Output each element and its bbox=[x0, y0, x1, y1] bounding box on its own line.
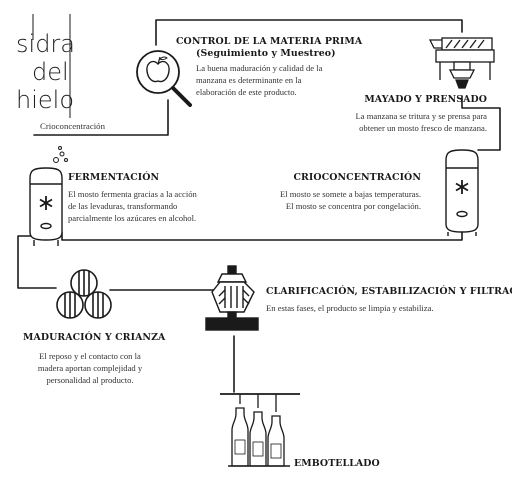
logo-text-line2: del bbox=[32, 58, 69, 86]
barrels-icon bbox=[56, 269, 112, 319]
control-title-line1: CONTROL DE LA MATERIA PRIMA bbox=[176, 36, 363, 47]
freezer-tank-icon bbox=[445, 149, 479, 236]
bottling-icon bbox=[220, 393, 300, 467]
mayado-title: MAYADO Y PRENSADO bbox=[364, 94, 487, 105]
press-machine-icon bbox=[428, 37, 495, 89]
connector-fermentacion-maduracion bbox=[17, 235, 57, 289]
logo-text-line1: sidra bbox=[16, 30, 76, 58]
logo-caption: Crioconcentración bbox=[40, 121, 105, 131]
filter-machine-icon bbox=[205, 265, 259, 331]
crio-title: CRIOCONCENTRACIÓN bbox=[293, 172, 421, 183]
asterisk-icon bbox=[39, 196, 53, 210]
fermentacion-text: El mosto fermenta gracias a la acción de… bbox=[68, 189, 197, 223]
logo-text-line3: hielo bbox=[16, 86, 75, 114]
logo-frame bbox=[32, 14, 71, 118]
embotellado-title: EMBOTELLADO bbox=[294, 458, 380, 469]
clarificacion-text: En estas fases, el producto se limpia y … bbox=[266, 303, 434, 313]
connector-logo-control bbox=[33, 99, 169, 136]
mayado-text: La manzana se tritura y se prensa para o… bbox=[355, 111, 487, 133]
magnifier-apple-icon bbox=[136, 50, 192, 107]
fermentacion-title: FERMENTACIÓN bbox=[68, 172, 160, 183]
connector-crio-fermentacion bbox=[61, 231, 463, 241]
crio-text: El mosto se somete a bajas temperaturas.… bbox=[279, 189, 421, 211]
control-text: La buena maduración y calidad de la manz… bbox=[196, 63, 323, 97]
control-title-line2: (Seguimiento y Muestreo) bbox=[196, 48, 336, 59]
snowflake-icon bbox=[455, 180, 469, 194]
connector-mayado-crio bbox=[461, 95, 501, 151]
maduracion-title: MADURACIÓN Y CRIANZA bbox=[23, 332, 166, 343]
maduracion-text: El reposo y el contacto con la madera ap… bbox=[37, 351, 143, 385]
clarificacion-title: CLARIFICACIÓN, ESTABILIZACIÓN Y FILTRACI… bbox=[266, 286, 512, 297]
logo: sidra del hielo bbox=[10, 8, 90, 123]
connector-control-mayado bbox=[155, 19, 463, 46]
fermentation-tank-icon bbox=[29, 146, 68, 246]
bubbles-icon bbox=[53, 146, 68, 163]
